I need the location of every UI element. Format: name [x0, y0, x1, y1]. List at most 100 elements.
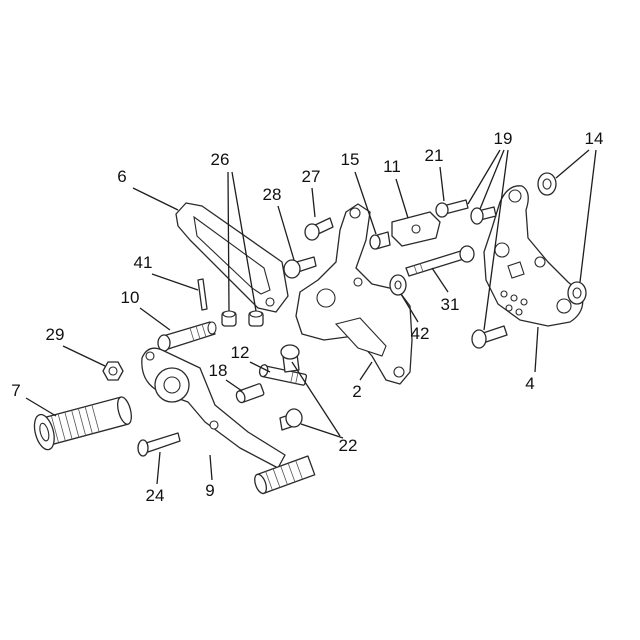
- bolt-part-31: [405, 245, 475, 277]
- rear-plate-part-4: [483, 185, 584, 327]
- callout-4: 4: [525, 374, 534, 393]
- callout-18: 18: [209, 361, 228, 380]
- footpeg-body: [42, 396, 129, 446]
- callout-28: 28: [263, 185, 282, 204]
- rear-plate-outline: [483, 185, 584, 327]
- spacer-part-18: [235, 383, 265, 404]
- heel-plate-hole: [265, 297, 275, 307]
- leader-line-10: [139, 307, 171, 331]
- rear-plate-slot: [507, 261, 525, 279]
- washer-part-14-lower: [567, 281, 587, 305]
- leader-line-31: [431, 267, 449, 293]
- bolt-shaft: [405, 249, 468, 277]
- lever-pivot-bore: [163, 376, 181, 394]
- callout-12: 12: [231, 343, 250, 362]
- washer-bore: [394, 280, 402, 290]
- footpeg-rib: [57, 413, 66, 442]
- pivot-pin-part-10: [157, 321, 217, 352]
- bolt-part-27: [304, 217, 334, 241]
- lever-peg-rib: [287, 463, 296, 483]
- washer-bore: [572, 287, 582, 299]
- washer-part-14-upper: [537, 172, 557, 196]
- spacer-end: [369, 234, 381, 250]
- leader-line-19: [467, 149, 501, 205]
- bolt-head: [285, 408, 303, 428]
- shift-lever-peg: [254, 455, 316, 495]
- leader-line-19: [483, 149, 509, 331]
- thread-line: [201, 323, 207, 338]
- leader-line-26: [231, 171, 257, 312]
- bracket-hole: [349, 207, 361, 219]
- leader-line-27: [311, 187, 316, 218]
- rear-plate-hole: [510, 294, 518, 302]
- main-bracket-part-2: [295, 203, 413, 385]
- spacer-part-15: [369, 231, 391, 250]
- nut-part-29: [102, 361, 124, 381]
- bolt-head: [471, 329, 487, 349]
- thread-line: [413, 264, 418, 275]
- bracket-plate-part-11: [391, 211, 441, 247]
- callout-19: 19: [494, 129, 513, 148]
- heel-plate-part-6: [175, 202, 289, 313]
- leader-line-14: [555, 149, 590, 179]
- leader-line-21: [439, 166, 445, 202]
- footpeg-tip-bore: [39, 422, 50, 442]
- callout-21: 21: [425, 146, 444, 165]
- bolt-head: [304, 223, 320, 241]
- bolt-part-19-lower: [471, 325, 508, 349]
- callout-15: 15: [341, 150, 360, 169]
- spacer-end: [222, 310, 236, 318]
- rear-plate-hole: [534, 256, 546, 268]
- leader-line-18: [225, 379, 243, 392]
- footpeg-rib: [64, 411, 73, 440]
- pin-part-41: [197, 278, 208, 311]
- leader-line-22: [291, 361, 341, 437]
- leader-line-12: [249, 361, 271, 373]
- pivot-pin-end: [207, 321, 217, 335]
- callout-29: 29: [46, 325, 65, 344]
- heel-plate-cutout: [193, 215, 271, 295]
- leader-lines: [25, 149, 597, 485]
- lever-hole: [209, 420, 219, 430]
- callout-14: 14: [585, 129, 604, 148]
- rear-plate-hole: [505, 304, 513, 312]
- washer-part-42: [389, 274, 407, 296]
- bolt-part-24: [137, 432, 181, 457]
- rear-plate-hole: [508, 189, 522, 203]
- washer-bore: [542, 178, 552, 190]
- leader-line-11: [395, 178, 409, 219]
- bolt-part-28: [283, 256, 317, 279]
- callout-27: 27: [302, 167, 321, 186]
- leader-line-24: [156, 451, 161, 485]
- bolt-part-19-upper: [470, 206, 497, 225]
- leader-line-42: [400, 293, 419, 323]
- bolt-head: [280, 344, 300, 360]
- lever-peg-rib: [272, 468, 281, 488]
- thread-line: [189, 327, 195, 342]
- callout-11: 11: [383, 157, 401, 176]
- bolt-part-21: [435, 199, 469, 218]
- callout-6: 6: [117, 167, 126, 186]
- footpeg-rib: [50, 415, 59, 443]
- callout-42: 42: [411, 324, 430, 343]
- leader-line-22: [300, 423, 344, 439]
- leader-line-6: [132, 187, 179, 211]
- spacer-part-26: [221, 310, 264, 327]
- thread-line: [295, 372, 299, 384]
- pivot-pin-body: [162, 321, 216, 350]
- leader-line-7: [25, 397, 57, 417]
- lever-peg-rib: [295, 460, 303, 480]
- callout-2: 2: [352, 382, 361, 401]
- callout-10: 10: [121, 288, 140, 307]
- leader-line-28: [277, 205, 295, 261]
- bracket-hole: [393, 366, 405, 378]
- leader-line-9: [209, 454, 213, 481]
- callout-24: 24: [146, 486, 165, 505]
- leader-line-4: [534, 326, 539, 373]
- leader-line-2: [359, 361, 373, 381]
- leader-line-14: [579, 149, 597, 283]
- spacer-end: [249, 310, 263, 318]
- footpeg-rib: [84, 406, 93, 434]
- footpeg-rib: [91, 404, 100, 433]
